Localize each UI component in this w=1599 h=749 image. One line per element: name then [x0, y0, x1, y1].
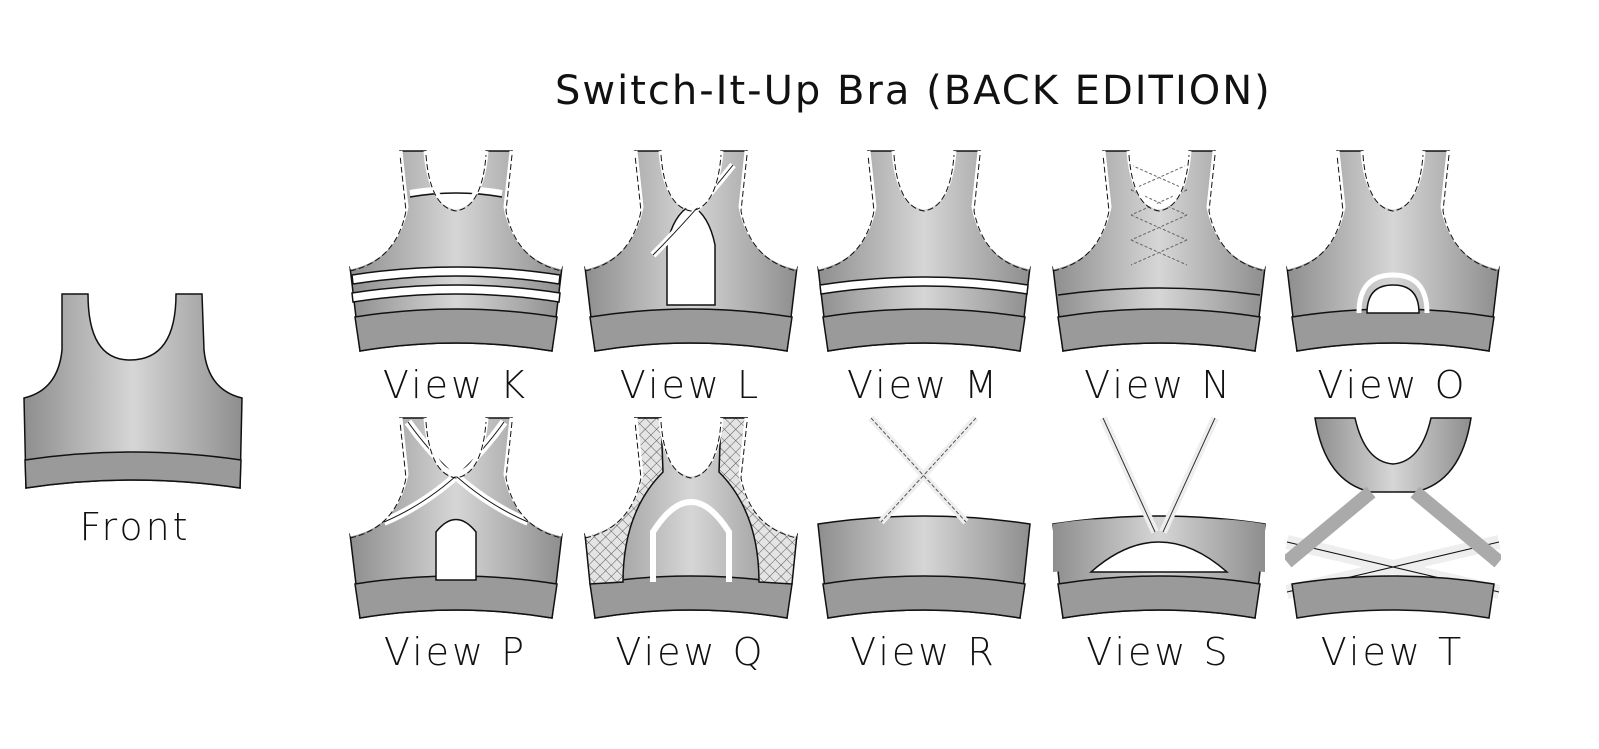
- view-q: View Q: [573, 412, 808, 674]
- bra-illustration: [1051, 150, 1266, 352]
- view-label: View T: [1320, 630, 1465, 674]
- view-s: View S: [1041, 412, 1276, 674]
- front-view: Front: [20, 290, 250, 549]
- view-label: View Q: [615, 630, 766, 674]
- front-label: Front: [79, 505, 191, 549]
- diagram-title: Switch-It-Up Bra (BACK EDITION): [555, 68, 1272, 114]
- bra-illustration: [583, 417, 798, 619]
- bra-illustration: [583, 150, 798, 352]
- view-label: View K: [382, 363, 529, 407]
- bra-illustration: [816, 150, 1031, 352]
- view-t: View T: [1275, 412, 1510, 674]
- view-label: View R: [850, 630, 997, 674]
- view-label: View L: [619, 363, 762, 407]
- view-p: View P: [338, 412, 573, 674]
- view-r: View R: [806, 412, 1041, 674]
- view-label: View P: [383, 630, 528, 674]
- front-bra-illustration: [23, 293, 243, 489]
- view-n: View N: [1041, 145, 1276, 407]
- bra-illustration: [1051, 416, 1266, 619]
- bra-illustration: [1285, 150, 1500, 352]
- view-o: View O: [1275, 145, 1510, 407]
- view-l: View L: [573, 145, 808, 407]
- bra-illustration: [348, 417, 563, 619]
- view-m: View M: [806, 145, 1041, 407]
- view-label: View M: [846, 363, 1001, 407]
- view-label: View S: [1086, 630, 1231, 674]
- view-label: View N: [1084, 363, 1233, 407]
- bra-illustration: [816, 415, 1031, 619]
- view-k: View K: [338, 145, 573, 407]
- bra-illustration: [348, 150, 563, 352]
- bra-illustration: [1284, 417, 1501, 619]
- view-label: View O: [1317, 363, 1468, 407]
